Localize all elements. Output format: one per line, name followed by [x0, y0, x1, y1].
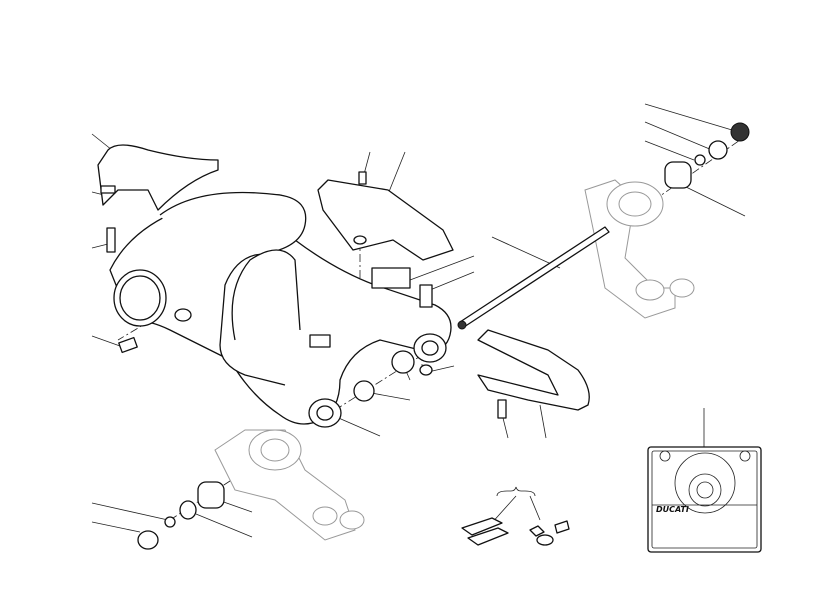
chain-links [461, 517, 570, 546]
ghost-eccentric-hub-bottom [214, 429, 365, 541]
washer [391, 350, 415, 374]
plate [371, 267, 411, 289]
bolt-head [730, 122, 750, 142]
screw [497, 399, 507, 419]
spacer [419, 284, 433, 308]
bearing-bushing [197, 481, 225, 509]
swingarm [109, 191, 452, 428]
chain-guard [317, 179, 454, 261]
washer [708, 140, 728, 160]
sprocket-cover [97, 144, 219, 211]
chain-slider [477, 329, 590, 411]
swingarm-pivot-shaft [457, 226, 610, 330]
washer [353, 380, 375, 402]
front-sprocket [688, 473, 722, 507]
bearing-bushing [664, 161, 692, 189]
nut [419, 364, 433, 376]
ghost-eccentric-hub-top [584, 179, 695, 319]
bolt-head [137, 530, 159, 550]
fasteners [100, 122, 750, 550]
ring [164, 516, 176, 528]
ducati-logo: DUCATI [656, 505, 689, 514]
ring [694, 154, 706, 166]
washer [179, 500, 197, 520]
screw [358, 171, 367, 185]
rear-sprocket [674, 452, 736, 514]
sprocket-kit-box: DUCATI [647, 446, 762, 553]
grub-screw [118, 336, 138, 354]
bolt [106, 227, 116, 253]
screw [100, 185, 116, 194]
